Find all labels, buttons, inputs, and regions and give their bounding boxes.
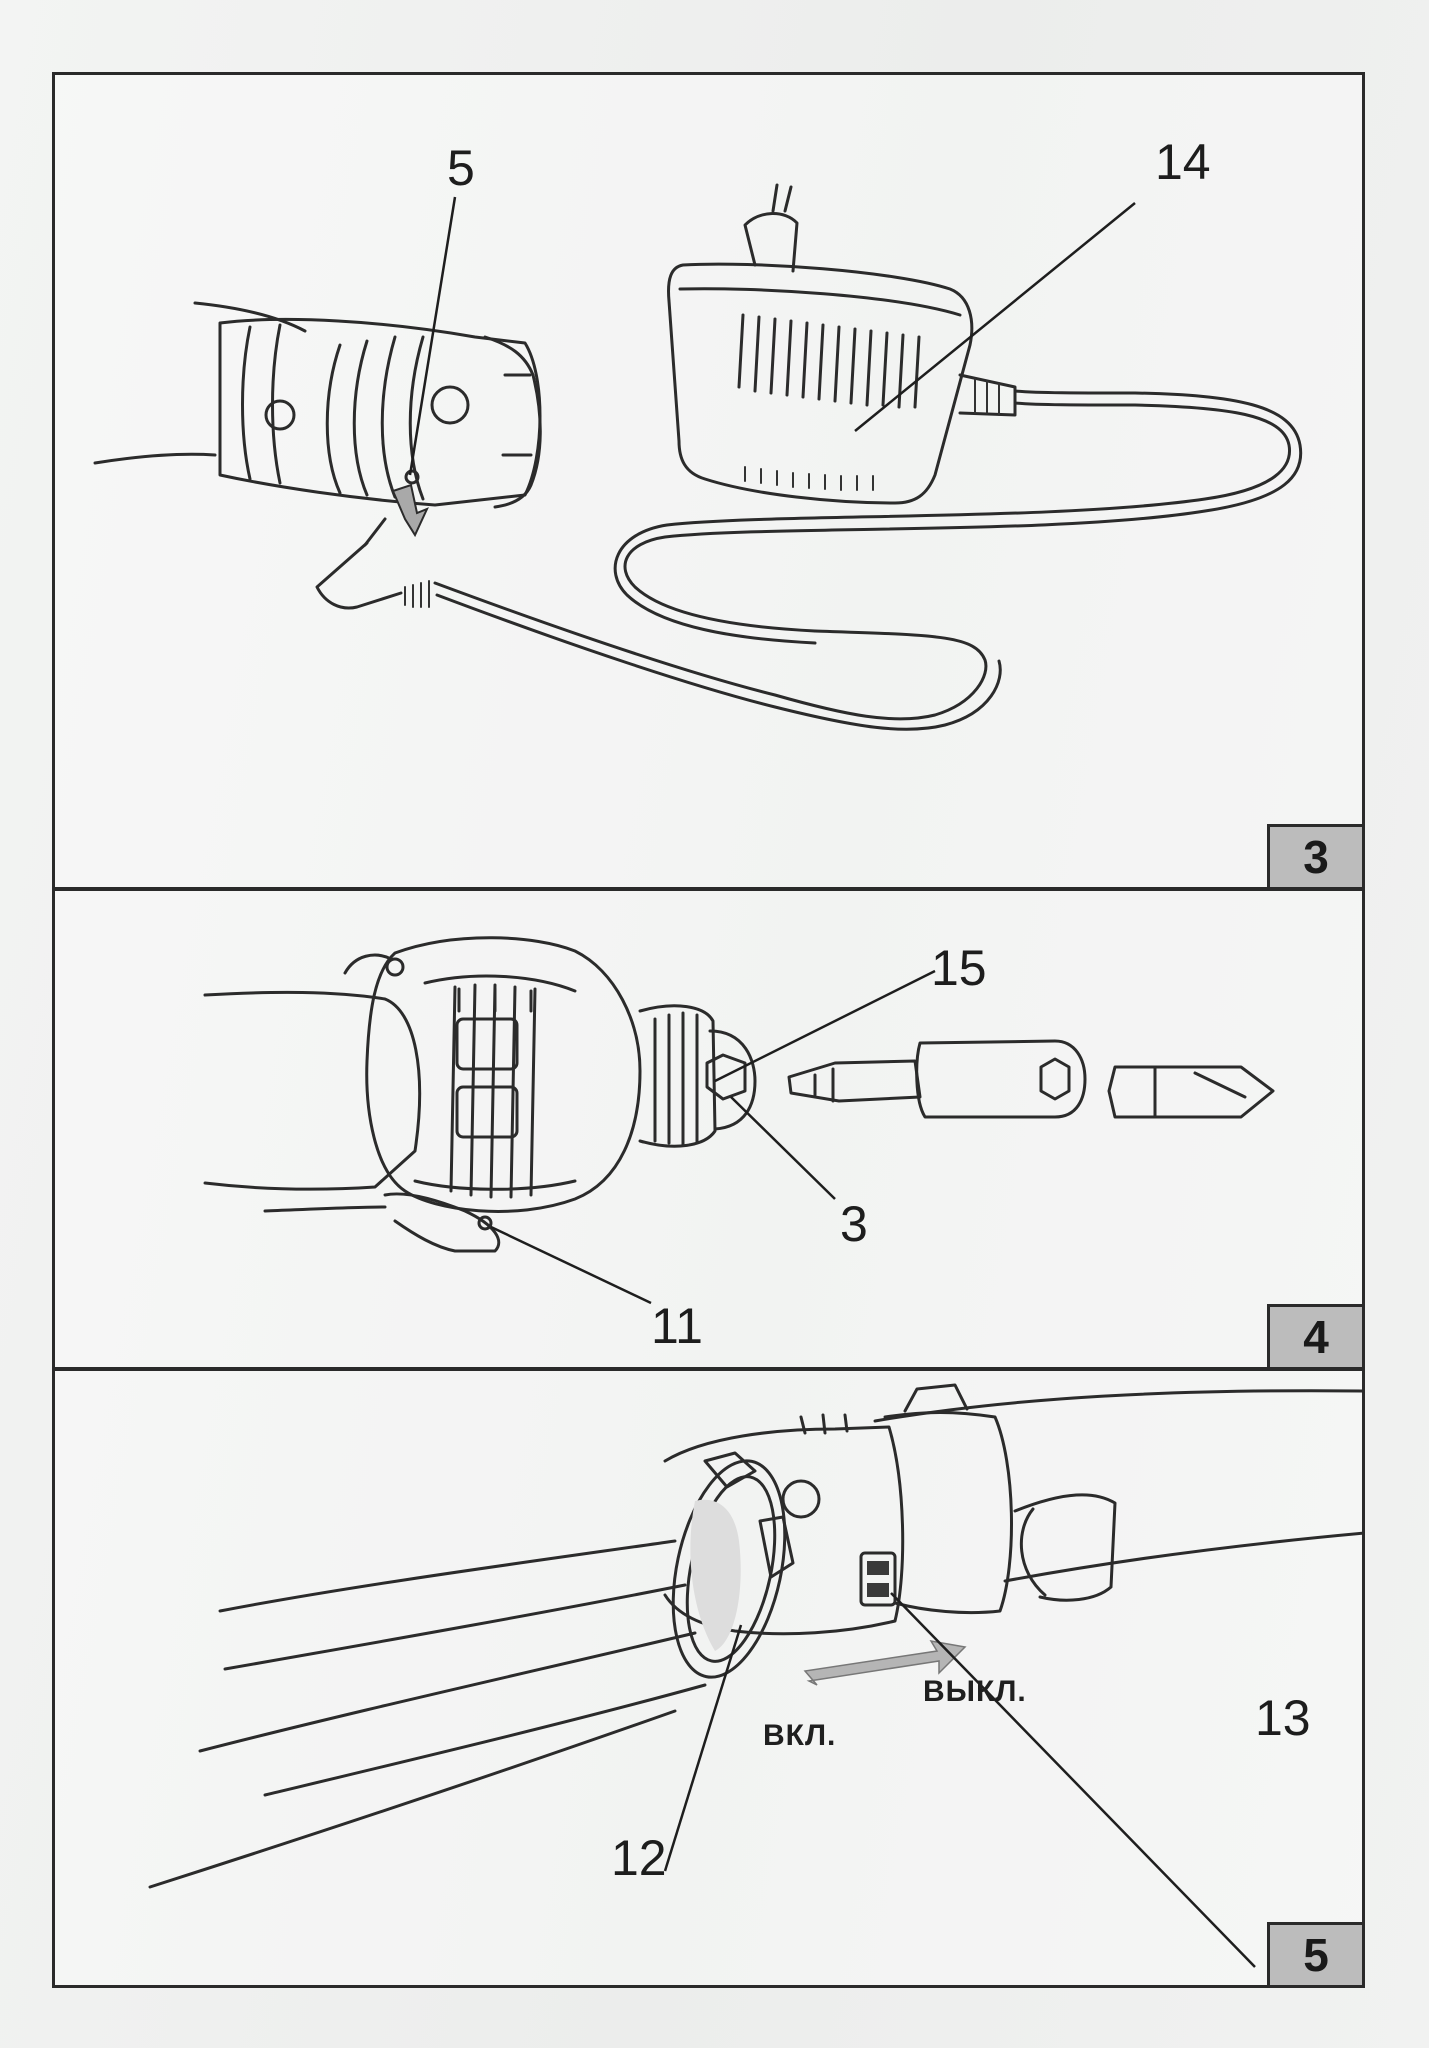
callout-11: 11 (651, 1298, 703, 1354)
callout-15: 15 (931, 940, 987, 996)
callout-13: 13 (1255, 1690, 1311, 1746)
figure-5-illustration (148, 1383, 1362, 1968)
figure-number-badge: 5 (1267, 1922, 1362, 1985)
switch-off-label: ВЫКЛ. (923, 1675, 1027, 1708)
figure-3-panel: 5 14 3 (52, 72, 1365, 890)
figure-4-illustration (203, 936, 1275, 1305)
figure-5-panel: ВКЛ. ВЫКЛ. 12 13 5 (52, 1368, 1365, 1988)
callout-5: 5 (447, 140, 475, 196)
figure-number-badge: 4 (1267, 1304, 1362, 1367)
figure-4-panel: 15 3 11 4 (52, 888, 1365, 1370)
callout-12: 12 (611, 1830, 667, 1886)
callout-3: 3 (840, 1196, 868, 1252)
figure-3-illustration (93, 183, 1303, 731)
figure-number-badge: 3 (1267, 824, 1362, 887)
switch-on-label: ВКЛ. (763, 1719, 837, 1752)
callout-14: 14 (1155, 134, 1211, 190)
